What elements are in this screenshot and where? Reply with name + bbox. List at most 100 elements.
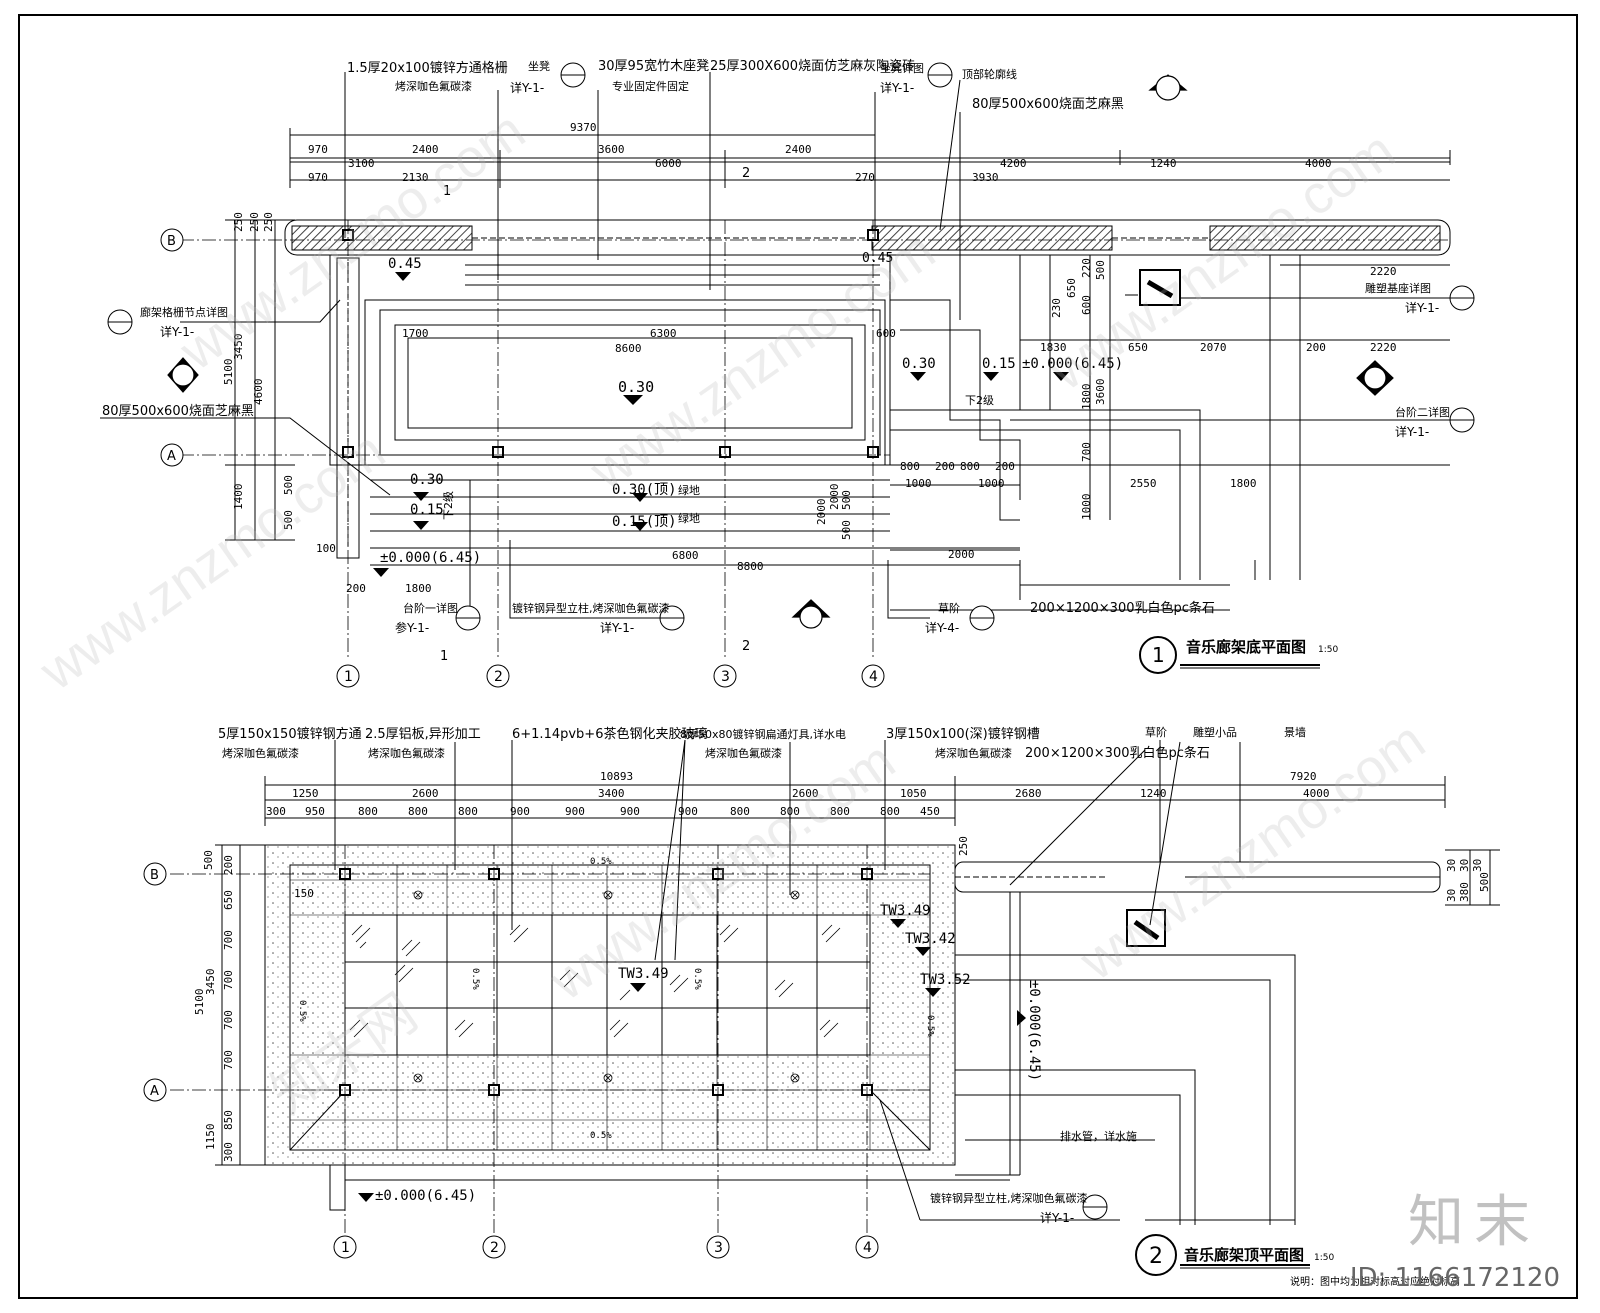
dim: 700: [222, 930, 235, 950]
plan-2-text: 5厚150x150镀锌钢方通 烤深咖色氟碳漆 2.5厚铝板,异形加工 烤深咖色氟…: [150, 725, 1491, 1288]
dim: 500: [1094, 260, 1107, 280]
note-sculpture-base: 雕塑基座详图: [1365, 281, 1431, 295]
axis-label: 2: [490, 1240, 499, 1256]
axis-label: B: [167, 234, 176, 249]
level: 0.15: [410, 502, 444, 518]
dim: 250: [262, 212, 275, 232]
plan-1-number: 1: [1152, 643, 1165, 667]
dim: 1800: [1080, 384, 1093, 411]
level: 0.15(顶): [612, 514, 677, 530]
brand-logo: 知末: [1408, 1190, 1540, 1255]
section-mark: 1: [440, 649, 448, 664]
note-step-2-ref: 详Y-1-: [1395, 424, 1429, 439]
dim: 600: [1080, 295, 1093, 315]
level: TW3.49: [618, 966, 669, 982]
dim: 1150: [204, 1124, 217, 1151]
dim: 300: [266, 805, 286, 818]
dim: 4600: [252, 379, 265, 406]
level: 0.15: [982, 356, 1016, 372]
dim: 500: [202, 850, 215, 870]
dim: 500: [282, 510, 295, 530]
dim: 1240: [1140, 787, 1167, 800]
plan-2-scale: 1:50: [1314, 1253, 1334, 1263]
plan-1: [100, 72, 1451, 660]
note-feature-wall: 景墙: [1284, 725, 1306, 739]
dim: 500: [840, 520, 853, 540]
dim: 8600: [615, 342, 642, 355]
dim: 800: [780, 805, 800, 818]
note-step-1: 台阶一详图: [403, 601, 458, 615]
dim: 2000: [948, 548, 975, 561]
note-bench-detail: 坐凳详图: [880, 61, 924, 75]
note-column-2: 镀锌钢异型立柱,烤深咖色氟碳漆: [930, 1191, 1088, 1205]
dim: 2600: [412, 787, 439, 800]
note-sculpture-base-ref: 详Y-1-: [1405, 300, 1439, 315]
note-steel-tube-finish: 烤深咖色氟碳漆: [222, 746, 299, 760]
dim: 30: [1445, 889, 1458, 902]
dim: 1830: [1040, 341, 1067, 354]
dim: 900: [565, 805, 585, 818]
note-channel-finish: 烤深咖色氟碳漆: [935, 746, 1012, 760]
dim: 1800: [405, 582, 432, 595]
note-column-ref: 详Y-1-: [600, 620, 634, 635]
dim: 700: [222, 970, 235, 990]
axis-label: B: [150, 868, 159, 883]
dim: 500: [282, 475, 295, 495]
dim: 2000: [828, 484, 841, 511]
note-glass: 6+1.14pvb+6茶色钢化夹胶玻璃: [512, 726, 707, 742]
dim: 950: [305, 805, 325, 818]
dim: 1000: [978, 477, 1005, 490]
dim: 1050: [900, 787, 927, 800]
plan-1-text: 1.5厚20x100镀锌方通格栅 烤深咖色氟碳漆 坐凳 详Y-1- 30厚95宽…: [102, 58, 1450, 685]
level: ±0.000(6.45): [1022, 356, 1123, 372]
dim: 200: [995, 460, 1015, 473]
level: ±0.000(6.45): [375, 1188, 476, 1204]
dim: 850: [222, 1110, 235, 1130]
plan-1-title: 音乐廊架底平面图: [1186, 638, 1306, 656]
note-grille-detail-ref: 详Y-1-: [160, 324, 194, 339]
dim: 2000: [815, 499, 828, 526]
dim: 30: [1445, 859, 1458, 872]
dim: 1800: [1230, 477, 1257, 490]
note-grille-detail: 廊架格栅节点详图: [140, 305, 228, 319]
id-tag: ID: 1166172120: [1349, 1263, 1560, 1293]
dim: 380: [1458, 882, 1471, 902]
dim: 200: [1306, 341, 1326, 354]
slope: 0.5%: [297, 1000, 307, 1022]
dim: 2600: [792, 787, 819, 800]
dim: 500: [840, 490, 853, 510]
dim: 800: [730, 805, 750, 818]
dim: 200: [346, 582, 366, 595]
dim: 900: [620, 805, 640, 818]
drawing-frame: [18, 14, 1578, 1299]
dim: 800: [900, 460, 920, 473]
note-bamboo-bench: 30厚95宽竹木座凳: [598, 58, 709, 74]
dim: 250: [232, 212, 245, 232]
dim: 900: [678, 805, 698, 818]
note-step-1-ref: 参Y-1-: [395, 620, 429, 635]
dim: 700: [222, 1010, 235, 1030]
plan-2: [170, 739, 1500, 1240]
axis-label: 3: [714, 1240, 723, 1256]
dim: 200: [935, 460, 955, 473]
level: TW3.49: [880, 903, 931, 919]
note-bench: 坐凳: [528, 59, 550, 73]
dim: 3450: [232, 334, 245, 361]
dim: 700: [1080, 442, 1093, 462]
label-down-steps: 下2级: [965, 394, 994, 407]
dim: 250: [957, 836, 970, 856]
note-grass-step-2: 草阶: [1145, 725, 1167, 739]
note-bamboo-fix: 专业固定件固定: [612, 79, 689, 93]
dim: 230: [1050, 298, 1063, 318]
dim: 220: [1080, 258, 1093, 278]
section-mark: 2: [742, 166, 750, 181]
dim: 3600: [1094, 379, 1107, 406]
note-bench-ref: 详Y-1-: [510, 80, 544, 95]
dim: 600: [876, 327, 896, 340]
dim: 3600: [598, 143, 625, 156]
note-granite-top: 80厚500x600烧面芝麻黑: [972, 96, 1124, 112]
axis-label: A: [167, 449, 176, 464]
dim: 30: [1458, 859, 1471, 872]
axis-label: A: [150, 1084, 159, 1099]
dim: 2400: [785, 143, 812, 156]
